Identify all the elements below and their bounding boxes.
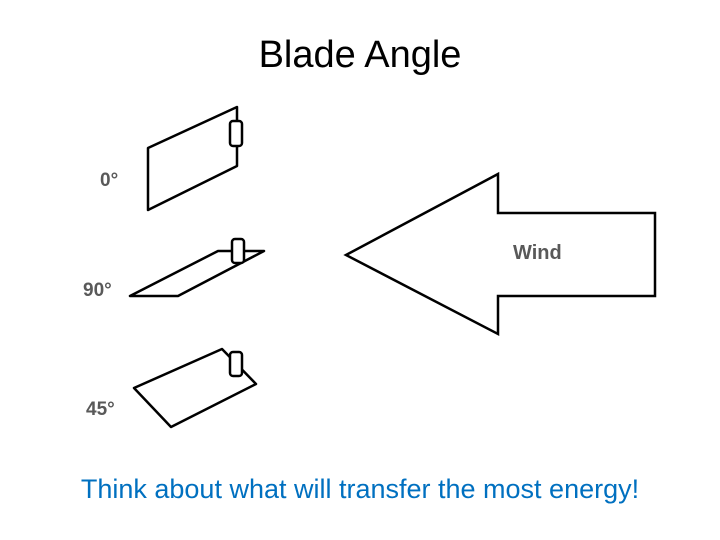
blade-90-hub xyxy=(230,237,246,265)
angle-label-45: 45° xyxy=(86,399,115,420)
blade-0-degree xyxy=(146,105,244,212)
slide-title: Blade Angle xyxy=(258,34,462,76)
blade-0-hub xyxy=(228,119,244,148)
wind-arrow xyxy=(343,171,657,337)
blade-90-plate xyxy=(128,249,266,298)
blade-45-hub xyxy=(228,350,244,378)
blade-45-degree xyxy=(132,347,258,429)
angle-label-0: 0° xyxy=(100,170,118,191)
caption-text: Think about what will transfer the most … xyxy=(80,474,640,504)
blade-90-degree xyxy=(128,237,266,298)
angle-label-90: 90° xyxy=(83,280,112,301)
wind-label: Wind xyxy=(513,242,562,264)
blade-45-plate xyxy=(132,347,258,429)
blade-0-plate xyxy=(146,105,239,212)
